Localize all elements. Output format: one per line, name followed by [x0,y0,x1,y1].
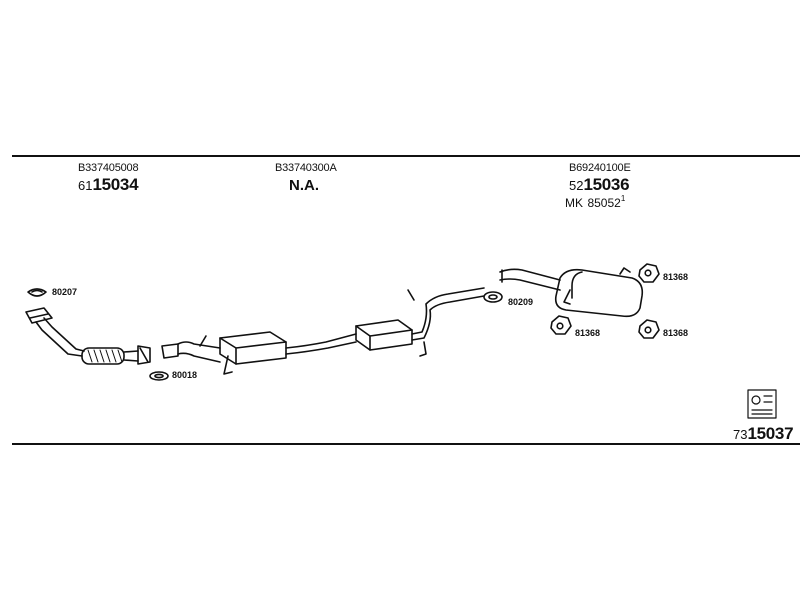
group-3-reference: 5215036 [569,175,630,194]
label-hanger-b: 81368 [575,328,601,338]
mk-number: 85052 [587,196,621,210]
label-hanger-c: 81368 [663,328,689,338]
rear-silencer-icon [499,267,644,318]
centre-silencer-icon [355,287,485,357]
group-1-prefix: 61 [78,178,93,193]
footer-reference: 7315037 [733,424,794,443]
gasket-lower-icon [149,371,169,381]
label-gasket-rear: 80209 [508,297,534,307]
top-divider [12,155,800,157]
footer-prefix: 73 [733,427,748,442]
group-2-code: B33740300A [275,162,337,174]
footer-number: 15037 [747,424,794,443]
mk-superscript: 1 [620,194,626,203]
label-gasket-lower: 80018 [172,370,198,380]
group-3-number: 15036 [583,175,630,194]
group-2-na-text: N.A. [289,177,319,194]
hanger-a-icon [638,263,660,283]
hanger-b-icon [550,315,572,335]
front-pipe-icon [25,307,151,365]
bottom-divider [12,443,800,445]
group-1-number: 15034 [92,175,139,194]
label-hanger-a: 81368 [663,272,689,282]
mk-label: MK [565,196,583,210]
group-3-mk-line: MK 850521 [565,195,625,211]
catalogue-badge-icon [747,389,777,419]
gasket-rear-icon [483,291,503,303]
gasket-front-icon [27,288,47,297]
label-gasket-front: 80207 [52,287,78,297]
group-3-prefix: 52 [569,178,584,193]
hanger-c-icon [638,319,660,339]
group-3-code: B69240100E [569,162,631,174]
group-1-reference: 6115034 [78,175,139,194]
middle-silencer-icon [161,331,357,375]
group-1-code: B337405008 [78,162,139,174]
